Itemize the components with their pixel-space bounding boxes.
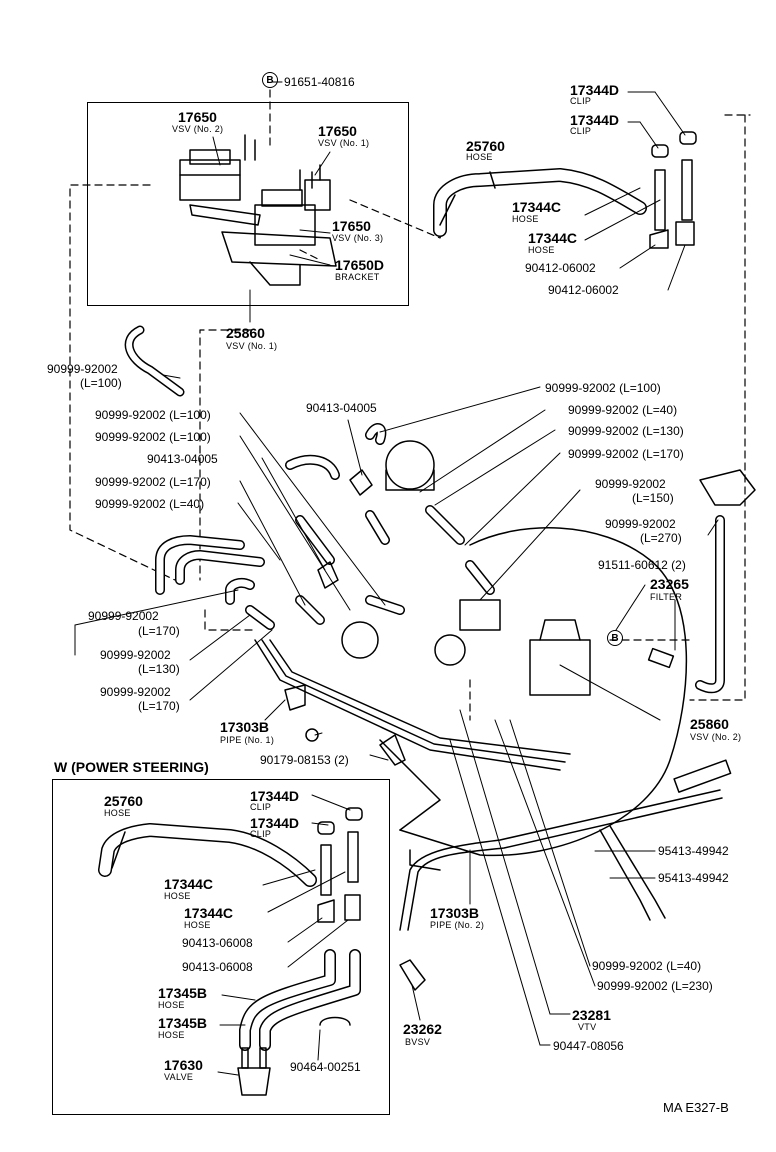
label-17650-vsv2-desc: VSV (No. 2) <box>172 124 224 134</box>
label-r-90999-l40: 90999-92002 (L=40) <box>568 403 678 417</box>
label-r-90999-l170: 90999-92002 (L=170) <box>568 447 684 461</box>
label-w-17344d-1: 17344D <box>250 788 300 804</box>
label-25860-vsv1-desc: VSV (No. 1) <box>226 341 278 351</box>
label-90447: 90447-08056 <box>553 1039 624 1053</box>
label-95413-b: 95413-49942 <box>658 871 729 885</box>
label-17650d-desc: BRACKET <box>335 272 380 282</box>
label-17344d-clip-1: 17344D <box>570 82 620 98</box>
engine-body-outline <box>341 440 688 871</box>
label-r-90999-l270: 90999-92002 <box>605 517 676 531</box>
label-17650-vsv1: 17650 <box>318 123 357 139</box>
inset-w-title: W (POWER STEERING) <box>54 759 209 775</box>
label-17344c-hose-2-desc: HOSE <box>528 245 555 255</box>
label-w-17345b-1-desc: HOSE <box>158 1000 185 1010</box>
label-l-90999-l40: 90999-92002 (L=40) <box>95 497 205 511</box>
label-w-25760: 25760 <box>104 793 143 809</box>
label-w-17630-valve-desc: VALVE <box>164 1072 194 1082</box>
label-23262-bvsv-desc: BVSV <box>405 1037 431 1047</box>
label-17344d-clip-1-desc: CLIP <box>570 96 592 106</box>
label-90412-b: 90412-06002 <box>548 283 619 297</box>
dashed-leaders <box>69 89 751 721</box>
label-w-17344c-1-desc: HOSE <box>164 891 191 901</box>
pipe-17303b-no1 <box>254 639 571 771</box>
label-r-90999-l150-length: (L=150) <box>632 491 674 505</box>
label-b-90999-l230: 90999-92002 (L=230) <box>597 979 713 993</box>
label-b-90999-l40: 90999-92002 (L=40) <box>592 959 702 973</box>
vsv-inset-box <box>87 102 409 306</box>
label-w-90464: 90464-00251 <box>290 1060 361 1074</box>
label-w-90413-b: 90413-06008 <box>182 960 253 974</box>
label-17303b-pipe2: 17303B <box>430 905 480 921</box>
diagram-code: MA E327-B <box>663 1100 729 1115</box>
label-17344c-hose-1: 17344C <box>512 199 562 215</box>
label-r-90999-l150: 90999-92002 <box>595 477 666 491</box>
label-90413-04005-b: 90413-04005 <box>147 452 218 466</box>
label-90412-a: 90412-06002 <box>525 261 596 275</box>
label-l-90999-l170: 90999-92002 (L=170) <box>95 475 211 489</box>
label-17344c-hose-2: 17344C <box>528 230 578 246</box>
leader-lines <box>74 81 719 1076</box>
label-17650-vsv1-desc: VSV (No. 1) <box>318 138 370 148</box>
label-w-17344d-2: 17344D <box>250 815 300 831</box>
label-w-17344d-1-desc: CLIP <box>250 802 272 812</box>
power-steering-inset-drawing <box>98 807 363 1096</box>
label-25760-hose-desc: HOSE <box>466 152 493 162</box>
label-w-17345b-2-desc: HOSE <box>158 1030 185 1040</box>
label-23265-filter-desc: FILTER <box>650 592 683 602</box>
label-17303b-pipe2-desc: PIPE (No. 2) <box>430 920 485 930</box>
label-l-90999-l170-c-length: (L=170) <box>138 699 180 713</box>
label-w-17344c-1: 17344C <box>164 876 214 892</box>
pipe-17303b-no2 <box>399 789 723 931</box>
label-w-17344c-2-desc: HOSE <box>184 920 211 930</box>
label-17344d-clip-2: 17344D <box>570 112 620 128</box>
label-90413-04005-a: 90413-04005 <box>306 401 377 415</box>
label-90999-l100-a: 90999-92002 <box>47 362 118 376</box>
bolt-marker-b-engine: B <box>607 630 623 646</box>
vsv-assembly-drawing <box>179 134 337 286</box>
label-w-17344c-2: 17344C <box>184 905 234 921</box>
label-l-90999-l170-c: 90999-92002 <box>100 685 171 699</box>
bolt-marker-b: B <box>262 72 278 88</box>
label-25760-hose: 25760 <box>466 138 505 154</box>
label-w-17345b-2: 17345B <box>158 1015 208 1031</box>
label-17344d-clip-2-desc: CLIP <box>570 126 592 136</box>
label-25860-vsv2-desc: VSV (No. 2) <box>690 732 742 742</box>
label-l-90999-l170-b-length: (L=170) <box>138 624 180 638</box>
label-23281-vtv: 23281 <box>572 1007 611 1023</box>
label-23262-bvsv: 23262 <box>403 1021 442 1037</box>
label-w-17630-valve: 17630 <box>164 1057 203 1073</box>
label-17303b-pipe1: 17303B <box>220 719 270 735</box>
label-23281-vtv-desc: VTV <box>578 1022 597 1032</box>
label-95413-a: 95413-49942 <box>658 844 729 858</box>
label-23265-filter: 23265 <box>650 576 689 592</box>
power-steering-inset-box <box>52 779 390 1115</box>
label-90999-l100-a-length: (L=100) <box>80 376 122 390</box>
label-l-90999-l100-a: 90999-92002 (L=100) <box>95 408 211 422</box>
label-17344c-hose-1-desc: HOSE <box>512 214 539 224</box>
label-w-25760-desc: HOSE <box>104 808 131 818</box>
label-r-90999-l270-length: (L=270) <box>640 531 682 545</box>
label-l-90999-l100-b: 90999-92002 (L=100) <box>95 430 211 444</box>
label-91511: 91511-60612 (2) <box>598 558 686 572</box>
label-l-90999-l130-length: (L=130) <box>138 662 180 676</box>
label-17650-vsv2: 17650 <box>178 109 217 125</box>
label-r-90999-l130: 90999-92002 (L=130) <box>568 424 684 438</box>
label-25860-vsv2: 25860 <box>690 716 729 732</box>
label-25860-vsv1: 25860 <box>226 325 265 341</box>
label-r-90999-l100: 90999-92002 (L=100) <box>545 381 661 395</box>
label-90179: 90179-08153 (2) <box>260 753 349 767</box>
label-w-17344d-2-desc: CLIP <box>250 829 272 839</box>
label-l-90999-l170-b: 90999-92002 <box>88 609 159 623</box>
label-17303b-pipe1-desc: PIPE (No. 1) <box>220 735 275 745</box>
label-17650-vsv3: 17650 <box>332 218 371 234</box>
label-17650-vsv3-desc: VSV (No. 3) <box>332 233 384 243</box>
label-l-90999-l130: 90999-92002 <box>100 648 171 662</box>
label-w-17345b-1: 17345B <box>158 985 208 1001</box>
label-17650d: 17650D <box>335 257 385 273</box>
label-91651: 91651-40816 <box>284 75 355 89</box>
label-w-90413-a: 90413-06008 <box>182 936 253 950</box>
